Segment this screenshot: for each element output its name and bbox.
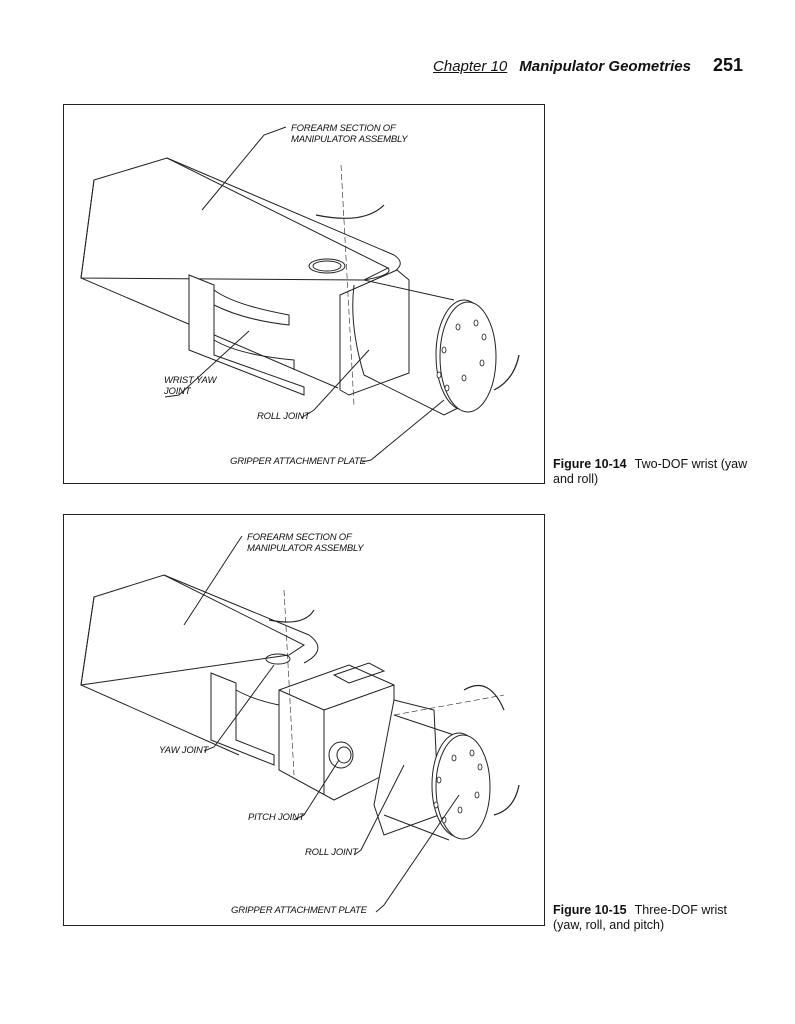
two-dof-wrist-drawing [80, 126, 520, 463]
caption-text: Two-DOF wrist (yaw and roll) [553, 457, 748, 486]
figure-10-15: FOREARM SECTION OF MANIPULATOR ASSEMBLY … [63, 514, 545, 926]
page-number: 251 [712, 55, 743, 75]
label-roll-joint: ROLL JOINT [305, 847, 358, 858]
running-header: Chapter 10 Manipulator Geometries 251 [433, 55, 743, 76]
label-forearm-line1: FOREARM SECTION OF [247, 532, 352, 543]
caption-number: Figure 10-14 [553, 457, 627, 471]
label-forearm-line2: MANIPULATOR ASSEMBLY [291, 134, 408, 145]
label-roll-joint: ROLL JOINT [257, 411, 310, 422]
chapter-label: Chapter 10 [433, 58, 508, 75]
label-wrist-yaw-line1: WRIST YAW [164, 375, 217, 386]
label-forearm-line2: MANIPULATOR ASSEMBLY [247, 543, 364, 554]
three-dof-wrist-drawing [80, 535, 520, 913]
label-pitch-joint: PITCH JOINT [248, 812, 305, 823]
label-yaw-joint: YAW JOINT [159, 745, 209, 756]
caption-text: Three-DOF wrist (yaw, roll, and pitch) [553, 903, 728, 932]
chapter-title: Manipulator Geometries [519, 58, 691, 75]
label-forearm-line1: FOREARM SECTION OF [291, 123, 396, 134]
figure-10-14: FOREARM SECTION OF MANIPULATOR ASSEMBLY … [63, 104, 545, 484]
label-gripper-plate: GRIPPER ATTACHMENT PLATE [231, 905, 367, 916]
caption-number: Figure 10-15 [553, 903, 627, 917]
label-gripper-plate: GRIPPER ATTACHMENT PLATE [230, 456, 366, 467]
label-wrist-yaw-line2: JOINT [164, 386, 191, 397]
